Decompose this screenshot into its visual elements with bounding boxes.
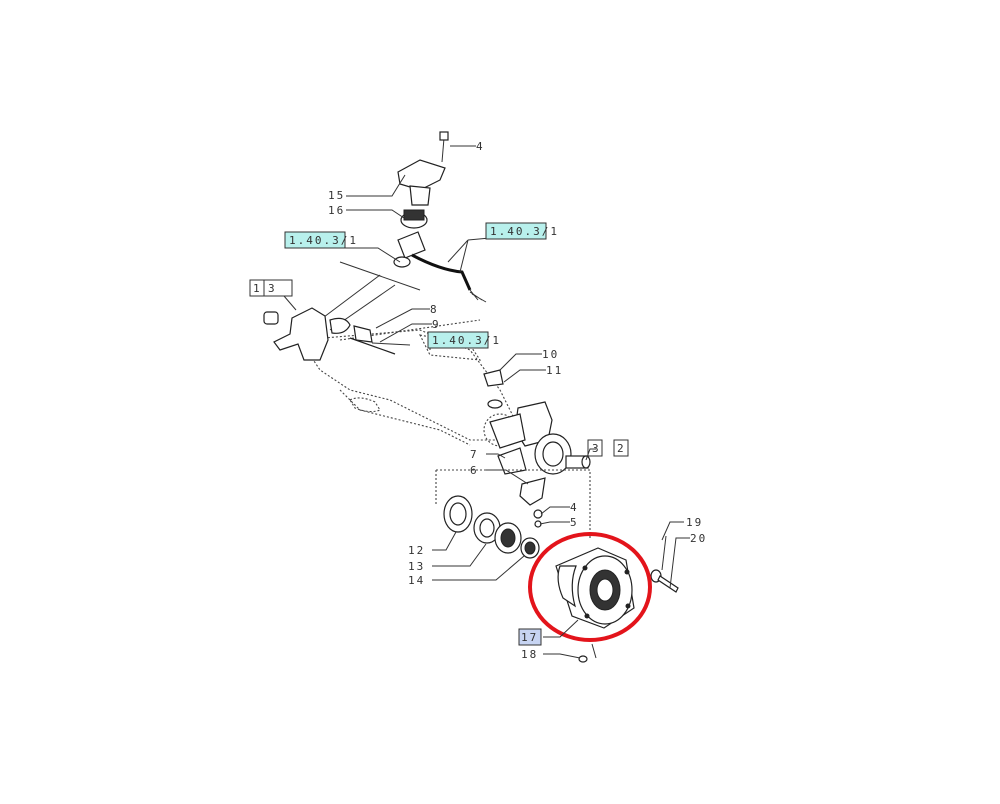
callout-11[interactable]: 11 <box>546 364 563 377</box>
reference-label-mid: 1.40.3/1 <box>432 334 501 347</box>
callout-numbers: 4 15 16 1 3 8 9 10 11 3 2 7 6 4 5 12 13 … <box>253 140 707 661</box>
callout-4-top[interactable]: 4 <box>476 140 485 153</box>
callout-9[interactable]: 9 <box>432 318 441 331</box>
callout-5[interactable]: 5 <box>570 516 579 529</box>
callout-17-highlight <box>518 628 542 646</box>
callout-3-right[interactable]: 3 <box>592 442 601 455</box>
hub-subassembly-frame <box>435 469 591 540</box>
callout-10[interactable]: 10 <box>542 348 559 361</box>
callout-20[interactable]: 20 <box>690 532 707 545</box>
callout-13[interactable]: 13 <box>408 560 425 573</box>
callout-14[interactable]: 14 <box>408 574 425 587</box>
highlight-circle-marker <box>528 532 652 642</box>
hub-bolt-19-20 <box>650 535 679 593</box>
callout-16[interactable]: 16 <box>328 204 345 217</box>
reference-label-right: 1.40.3/1 <box>490 225 559 238</box>
reference-box-right-bg <box>485 222 547 240</box>
callout-3-left[interactable]: 3 <box>268 282 277 295</box>
bearing-stack <box>443 495 540 559</box>
callout-8[interactable]: 8 <box>430 303 439 316</box>
reference-box-left[interactable]: 1.40.3/1 <box>284 231 358 249</box>
callout-7[interactable]: 7 <box>470 448 479 461</box>
callout-1-box <box>249 279 293 297</box>
top-pivot-assembly <box>393 131 449 268</box>
callout-15[interactable]: 15 <box>328 189 345 202</box>
pin-18 <box>578 643 597 663</box>
callout-4-low[interactable]: 4 <box>570 501 579 514</box>
left-knuckle <box>263 307 411 361</box>
reference-box-right[interactable]: 1.40.3/1 <box>485 222 559 240</box>
right-knuckle <box>483 369 591 475</box>
callout-18[interactable]: 18 <box>521 648 538 661</box>
kingpin-group <box>519 477 546 528</box>
leader-lines <box>283 145 690 659</box>
reference-box-mid[interactable]: 1.40.3/1 <box>427 331 501 349</box>
callout-6[interactable]: 6 <box>470 464 479 477</box>
callout-2-box <box>587 439 629 457</box>
callout-2[interactable]: 2 <box>617 442 626 455</box>
reference-box-left-bg <box>284 231 346 249</box>
callout-12[interactable]: 12 <box>408 544 425 557</box>
callout-1[interactable]: 1 <box>253 282 262 295</box>
reference-box-mid-bg <box>427 331 489 349</box>
wiring-harness <box>411 239 487 303</box>
wheel-hub-17 <box>555 547 635 629</box>
callout-17[interactable]: 17 <box>521 631 538 644</box>
callout-19[interactable]: 19 <box>686 516 703 529</box>
reference-label-left: 1.40.3/1 <box>289 234 358 247</box>
